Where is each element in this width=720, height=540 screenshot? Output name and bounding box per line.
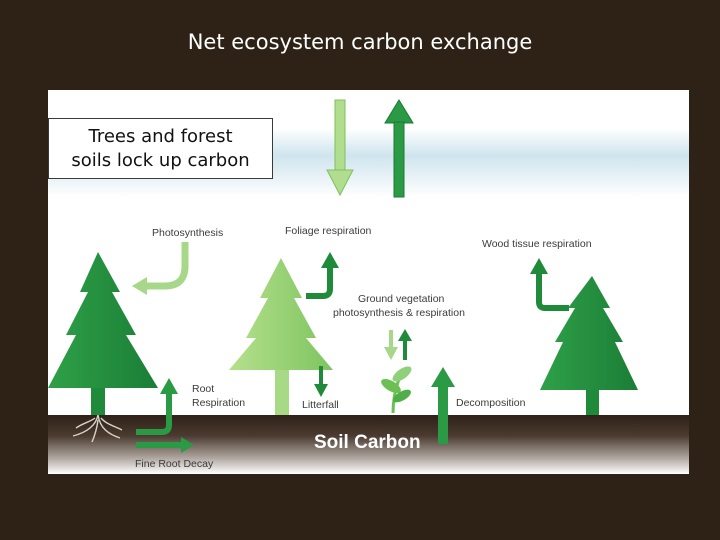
callout-line-1: Trees and forest (49, 125, 272, 149)
litterfall-label: Litterfall (302, 399, 339, 411)
fine-root-decay-label: Fine Root Decay (135, 458, 214, 470)
soil-carbon-label: Soil Carbon (314, 432, 421, 453)
wood-tissue-respiration-label: Wood tissue respiration (482, 238, 592, 250)
root-respiration-label-line2: Respiration (192, 397, 245, 409)
decomposition-label: Decomposition (456, 397, 526, 409)
ground-vegetation-label-line2: photosynthesis & respiration (333, 307, 465, 319)
callout-box: Trees and forest soils lock up carbon (48, 118, 273, 179)
slide-title: Net ecosystem carbon exchange (0, 30, 720, 54)
foliage-respiration-label: Foliage respiration (285, 225, 372, 237)
ground-vegetation-label-line1: Ground vegetation (358, 293, 445, 305)
photosynthesis-label: Photosynthesis (152, 227, 223, 239)
callout-line-2: soils lock up carbon (49, 149, 272, 173)
root-respiration-label-line1: Root (192, 383, 214, 395)
